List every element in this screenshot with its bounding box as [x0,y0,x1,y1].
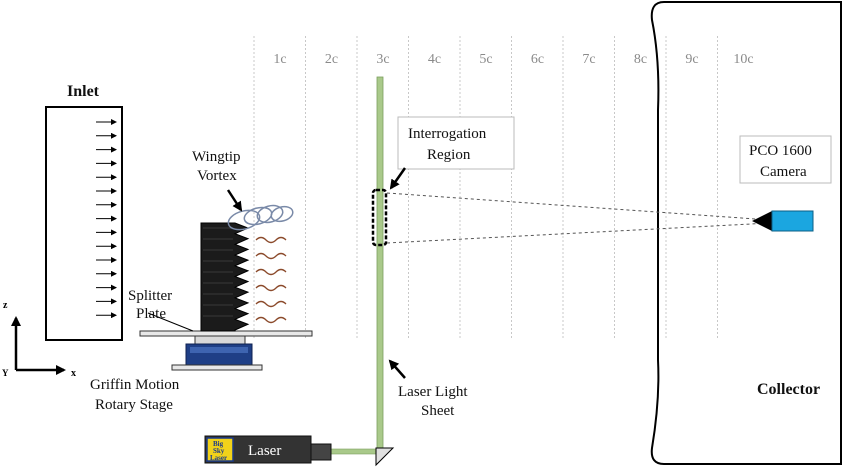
inlet-box [45,106,123,341]
chord-station-label: 9c [685,52,698,67]
inlet-flow-arrows [96,119,117,319]
wing-model [200,222,250,332]
interrogation-label-line1: Interrogation [408,126,487,142]
sheet-pointer [388,359,406,379]
camera-view-line-top [386,192,771,221]
sheet-label-line2: Sheet [421,403,455,419]
laser-light-sheet [376,76,384,455]
chord-station-label: 7c [582,52,595,67]
wake-wave [255,252,287,260]
chord-gridlines [253,36,718,340]
chord-station-label: 3c [376,52,389,67]
axis-y-label: Y [2,368,9,378]
splitter-plate [139,330,313,337]
laser-logo [206,437,234,462]
rotary-stage [171,335,263,371]
laser-logo-line1: Big [213,440,224,448]
interrogation-pointer [389,167,407,190]
camera-body [771,210,814,232]
laser-unit [204,435,332,464]
camera-label-line1: PCO 1600 [749,143,812,159]
laser-logo-line2: Sky [213,447,225,455]
wake-wave [255,300,287,308]
camera-label-line2: Camera [760,164,807,180]
wingtip-label-line2: Vortex [197,168,237,184]
chord-station-label: 1c [273,52,286,67]
vortex-pointer [226,189,243,212]
wake-wave [255,236,287,244]
chord-station-label: 5c [479,52,492,67]
wake-wave [255,268,287,276]
sheet-label-line1: Laser Light [398,384,468,400]
axis-z-label: z [3,300,8,311]
mirror-prism [375,447,395,467]
wingtip-label-line1: Wingtip [192,149,241,165]
wake-wave [255,284,287,292]
camera-label-box [739,135,832,184]
camera-view-line-bottom [386,222,771,244]
wake-wave [255,316,287,324]
axis-x-label: x [71,368,76,379]
coordinate-axes: z x Y [2,300,76,379]
interrogation-region [371,188,388,247]
chord-station-label: 6c [531,52,544,67]
chord-station-label: 4c [428,52,441,67]
inlet-label: Inlet [67,83,100,100]
wake-waves [255,236,287,324]
interrogation-label-line2: Region [427,147,471,163]
griffin-label-line2: Rotary Stage [95,397,173,413]
chord-station-label: 10c [733,52,753,67]
griffin-label-line1: Griffin Motion [90,377,180,393]
laser-beam [329,448,381,455]
chord-station-label: 2c [325,52,338,67]
laser-logo-line3: Laser [210,454,227,462]
interrogation-label-box [397,116,515,170]
splitter-label-line1: Splitter [128,288,172,304]
camera-lens [752,211,772,231]
chord-station-label: 8c [634,52,647,67]
splitter-label-line2: Plate [136,306,166,322]
splitter-pointer [147,312,194,332]
collector-outline [650,1,842,465]
chord-station-labels: 1c 2c 3c 4c 5c 6c 7c 8c 9c 10c [273,52,753,67]
laser-label: Laser [248,443,281,459]
collector-label: Collector [757,381,820,398]
